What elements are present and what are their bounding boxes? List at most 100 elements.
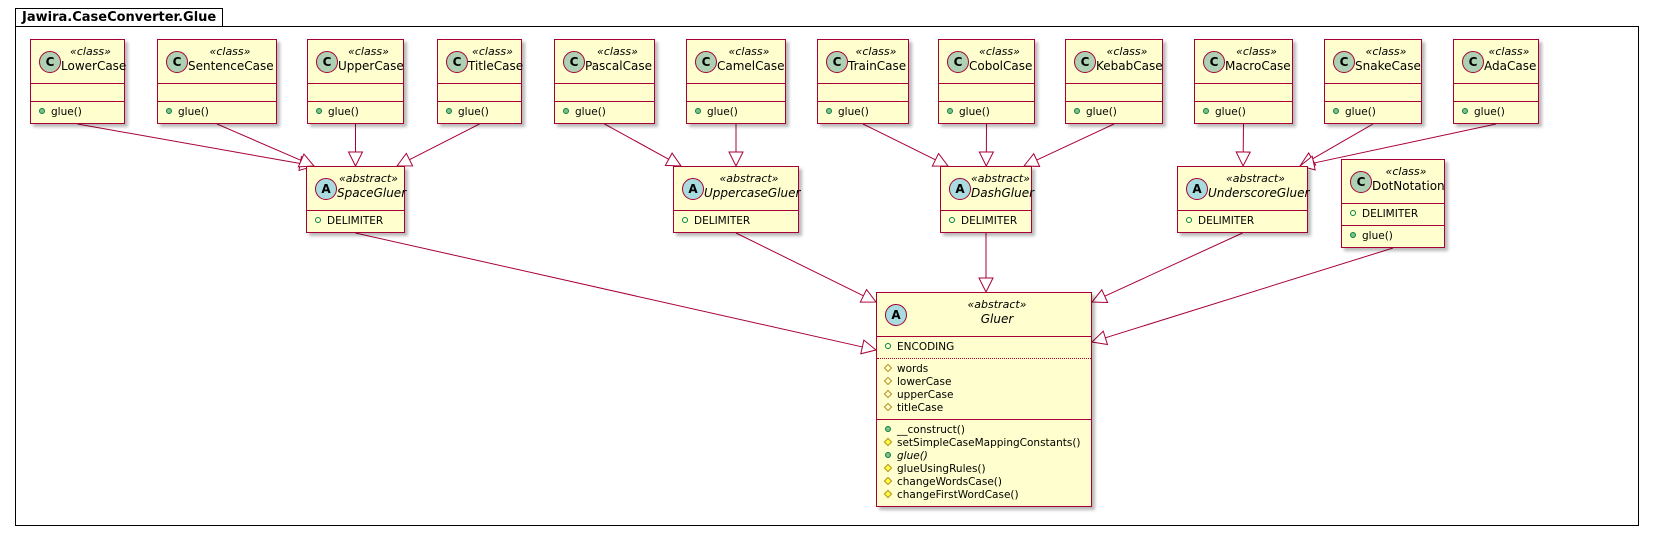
public-visibility-icon [1074,108,1080,114]
fields-section: ENCODING [877,337,1091,359]
stereotype-label: «class» [597,45,638,58]
public-visibility-icon [166,108,172,114]
methods-section: glue() [555,102,654,123]
field-row: DELIMITER [315,215,404,228]
field-row: DELIMITER [949,215,1031,228]
public-visibility-icon [1333,108,1339,114]
class-name: SentenceCase [188,59,274,73]
inherits-edge-dashgluer [978,233,994,294]
method-row: glue() [947,106,1034,119]
methods-section: glue() [1195,102,1292,123]
class-badge-icon: C [1203,51,1225,73]
class-header: A«abstract»UnderscoreGluer [1178,167,1310,211]
fields-section: DELIMITER [674,211,798,232]
protected-visibility-icon [883,489,893,499]
class-name: UnderscoreGluer [1208,186,1310,200]
stereotype-label: «class» [209,45,251,58]
public-visibility-icon [316,108,322,114]
method-row: glue() [695,106,785,119]
class-header: C«class»UpperCase [308,40,404,84]
method-name: glue() [1362,230,1393,242]
abstract-badge-icon: A [885,304,907,326]
fields-section [438,84,521,102]
method-name: glue() [178,106,209,118]
field-row: DELIMITER [1186,215,1307,228]
fields-section [1195,84,1292,102]
protected-visibility-icon [883,437,893,447]
public-visibility-icon [1350,232,1356,238]
public-visibility-icon [949,217,955,223]
methods-section: glue() [1066,102,1162,123]
method-row: glue() [166,106,276,119]
method-row: glue() [1350,230,1444,243]
class-badge-icon: C [316,51,338,73]
method-row: glue() [1333,106,1421,119]
class-header: C«class»DotNotation [1342,160,1445,204]
class-name: DotNotation [1372,179,1445,193]
class-name: DashGluer [971,186,1035,200]
protected-visibility-icon [883,376,893,386]
class-name: LowerCase [61,59,127,73]
inherits-edge-macrocase [1235,123,1252,168]
stereotype-label: «abstract» [1226,172,1285,185]
class-name: CamelCase [717,59,785,73]
class-name: SpaceGluer [337,186,407,200]
method-row: changeWordsCase() [883,476,1091,489]
stereotype-label: «class» [728,45,770,58]
methods-section: glue() [818,102,908,123]
method-name: glue() [959,106,990,118]
abstract-badge-icon: A [949,178,971,200]
public-visibility-icon [682,217,688,223]
class-name: AdaCase [1484,59,1537,73]
field-row: DELIMITER [682,215,798,228]
class-header: A«abstract»DashGluer [941,167,1035,211]
field-name: words [897,363,929,375]
method-row: glue() [826,106,908,119]
package-name: Jawira.CaseConverter.Glue [15,8,224,27]
field-name: DELIMITER [1198,215,1255,227]
stereotype-label: «class» [1488,45,1530,58]
abstract-badge-icon: A [315,178,337,200]
fields-section [555,84,654,102]
field-name: titleCase [897,402,944,414]
method-row: glue() [446,106,521,119]
method-name: glue() [458,106,489,118]
class-header: C«class»KebabCase [1066,40,1163,84]
fields-section: DELIMITER [941,211,1031,232]
class-badge-icon: C [1333,51,1355,73]
methods-section: glue() [1454,102,1538,123]
public-visibility-icon [947,108,953,114]
fields-section [1066,84,1162,102]
protected-visibility-icon [883,402,893,412]
class-badge-icon: C [563,51,585,73]
field-name: DELIMITER [694,215,751,227]
class-box-kebabcase[interactable]: C«class»KebabCase glue() [1065,39,1163,124]
class-box-uppercase[interactable]: C«class»UpperCase glue() [307,39,404,124]
field-name: ENCODING [897,341,955,353]
fields-section [939,84,1034,102]
stereotype-label: «abstract» [967,298,1027,311]
method-row: glue() [316,106,403,119]
fields-section [1454,84,1538,102]
method-row: changeFirstWordCase() [883,489,1091,502]
fields-section [31,84,124,102]
inherits-edge-pascalcase [604,123,682,167]
